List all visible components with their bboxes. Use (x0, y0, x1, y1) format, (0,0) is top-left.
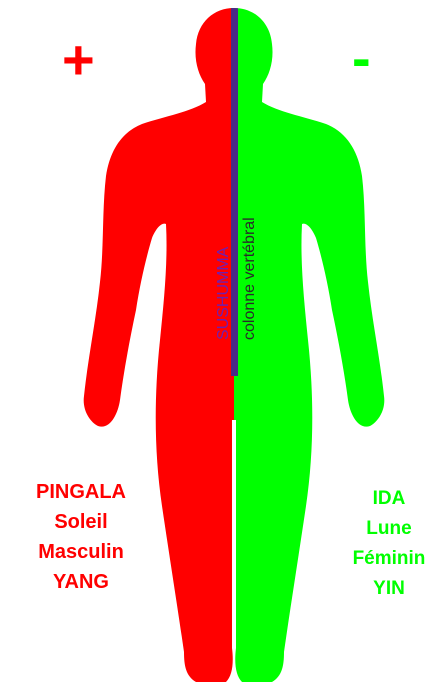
positive-sign: + (62, 32, 95, 88)
pingala-name: PINGALA (0, 477, 162, 507)
pingala-principle: YANG (0, 567, 162, 597)
pingala-channel-label: PINGALA Soleil Masculin YANG (0, 477, 162, 597)
spinal-column-label: colonne vertébral (241, 217, 258, 340)
pingala-symbol: Soleil (0, 507, 162, 537)
sushumna-label: SUSHUMMA (215, 246, 232, 340)
sushumna-channel (231, 0, 238, 376)
ida-gender: Féminin (330, 544, 448, 574)
pingala-gender: Masculin (0, 537, 162, 567)
ida-principle: YIN (330, 574, 448, 604)
ida-name: IDA (330, 484, 448, 514)
ida-symbol: Lune (330, 514, 448, 544)
negative-sign: - (352, 30, 371, 86)
ida-channel-label: IDA Lune Féminin YIN (330, 484, 448, 604)
